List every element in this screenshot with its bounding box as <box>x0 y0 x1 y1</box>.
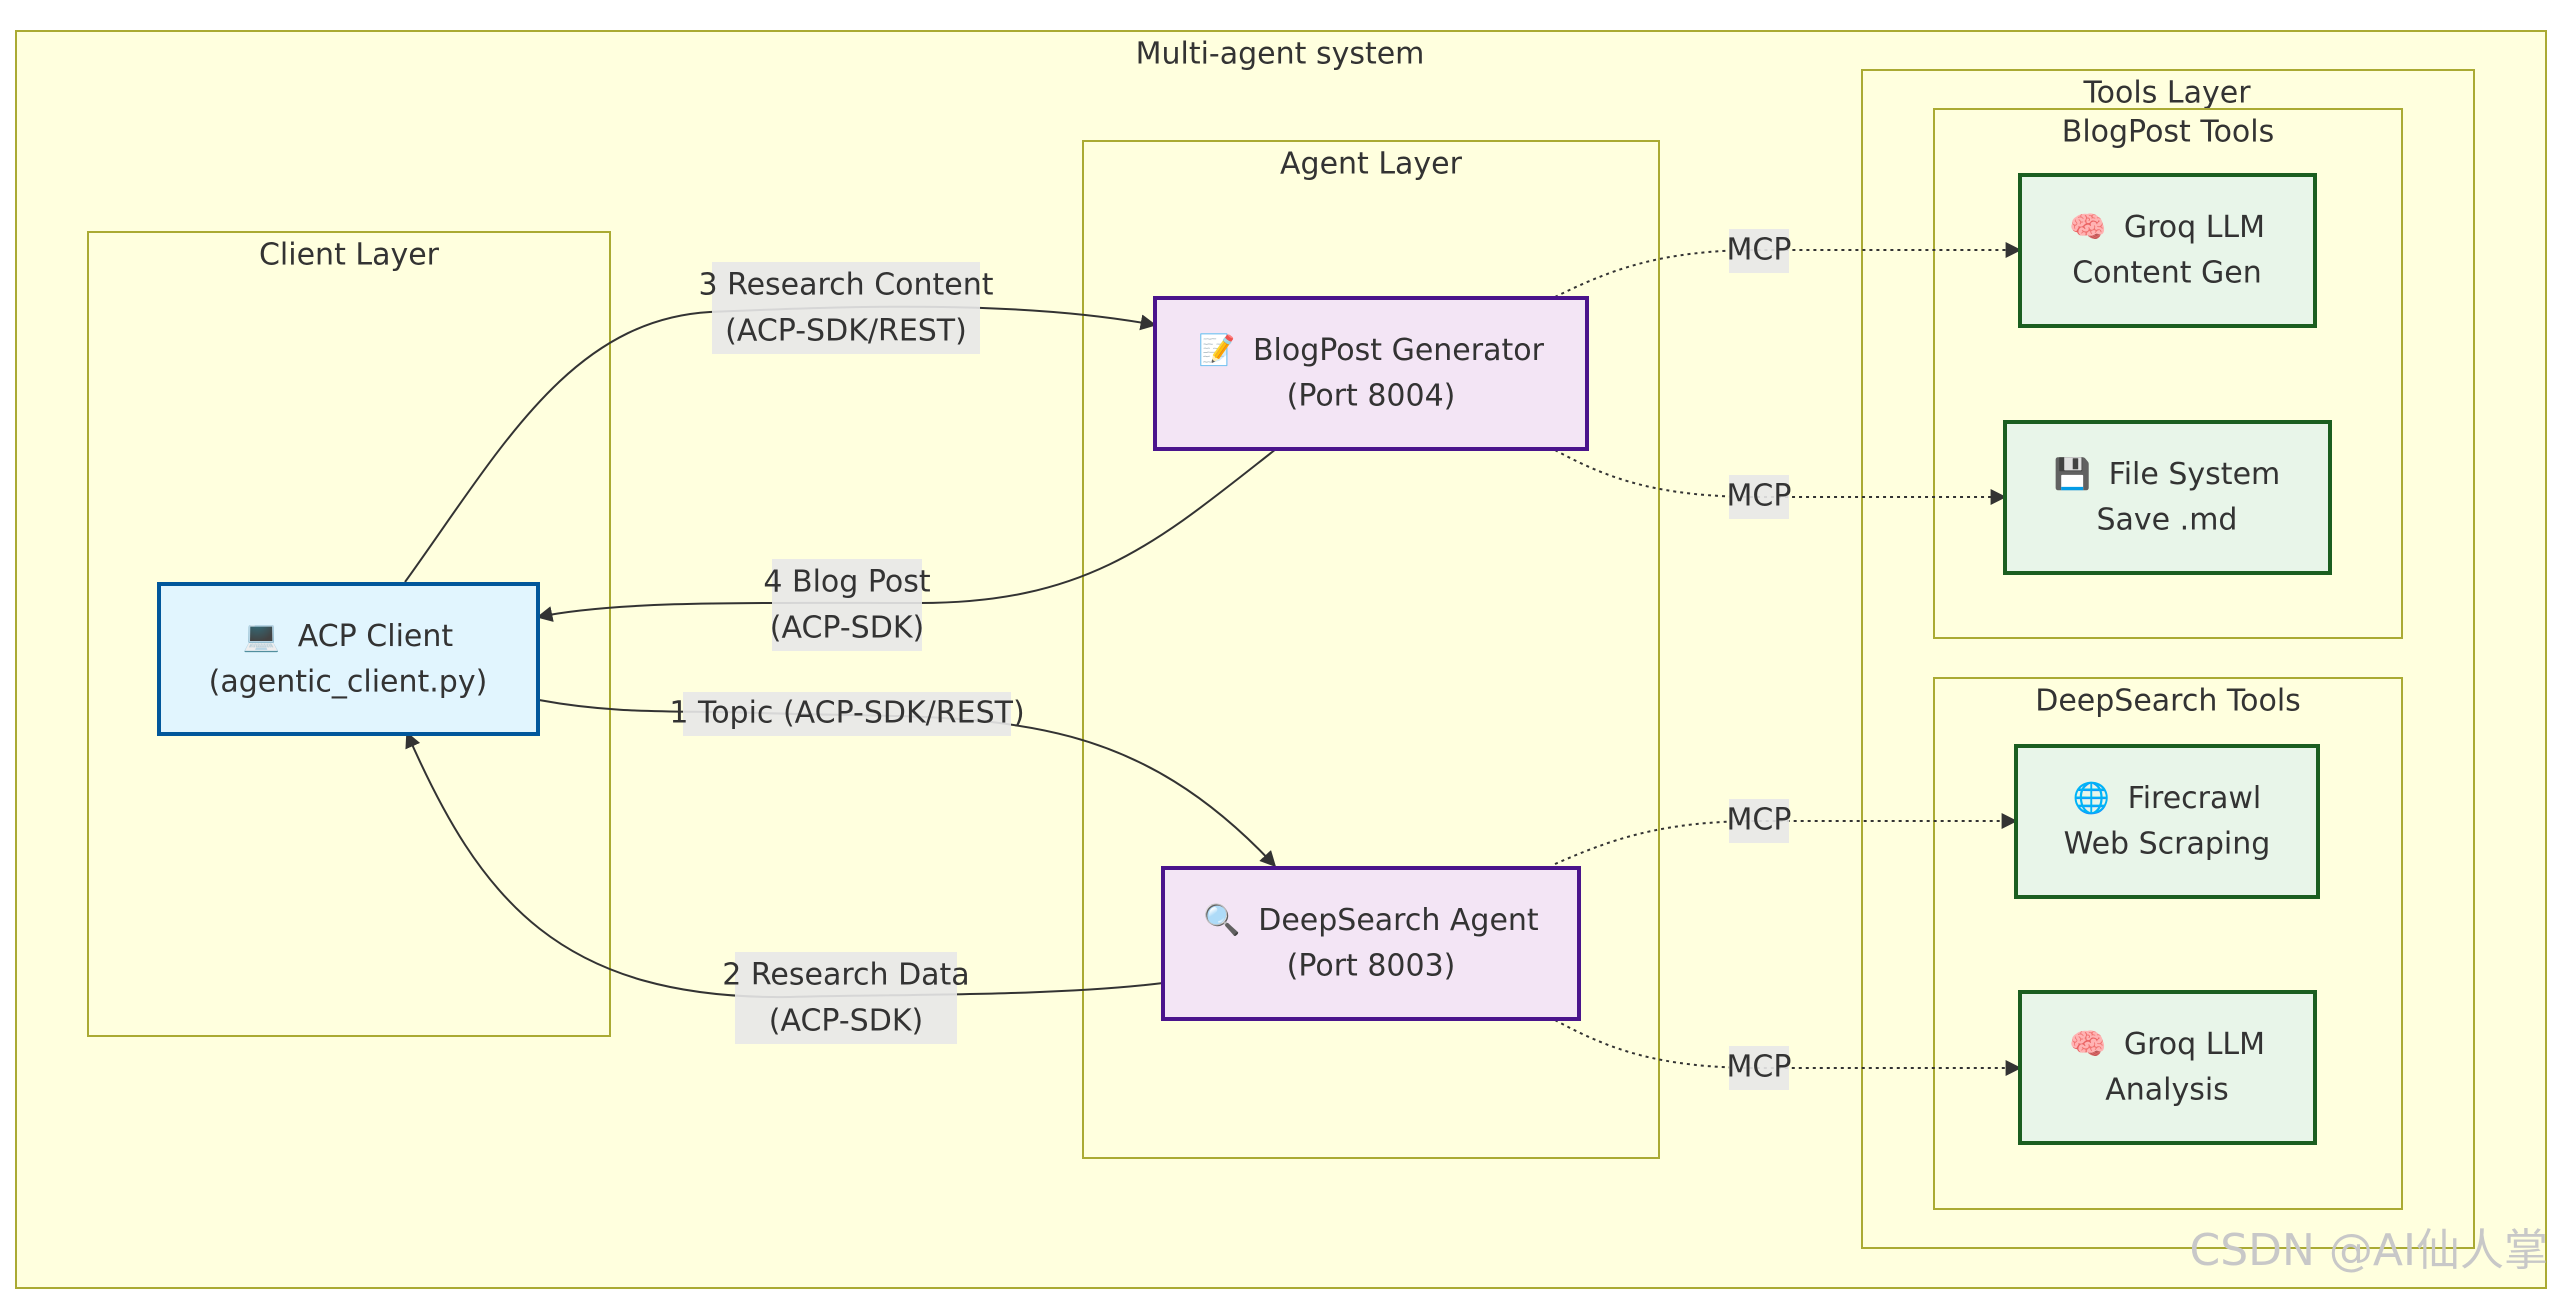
edge-label-blog-post: 4 Blog Post (ACP-SDK) <box>763 559 931 651</box>
file-system-subtitle: Save .md <box>2097 503 2238 538</box>
edge-label-research-content: 3 Research Content (ACP-SDK/REST) <box>698 262 994 354</box>
edge-label-mcp-2-text: MCP <box>1727 479 1792 514</box>
subgraph-title-tools-layer: Tools Layer <box>2082 76 2251 111</box>
edge-label-mcp-1: MCP <box>1727 229 1792 273</box>
acp-client-title: ACP Client <box>298 619 454 654</box>
acp-client-subtitle: (agentic_client.py) <box>209 665 488 700</box>
magnifier-icon: 🔍 <box>1203 900 1240 938</box>
subgraph-title-client-layer: Client Layer <box>259 238 440 273</box>
watermark: CSDN @AI仙人掌 <box>2189 1225 2548 1276</box>
node-file-system[interactable]: 💾 File System Save .md <box>2003 420 2332 575</box>
deepsearch-agent-title: DeepSearch Agent <box>1258 903 1539 938</box>
blogpost-generator-line1: 📝 BlogPost Generator <box>1198 332 1545 368</box>
edge-label-mcp-1-text: MCP <box>1727 233 1792 268</box>
edge-label-blog-post-line2: (ACP-SDK) <box>770 611 924 646</box>
edge-label-mcp-4: MCP <box>1727 1046 1792 1090</box>
groq-content-title: Groq LLM <box>2124 210 2265 245</box>
edge-label-research-data: 2 Research Data (ACP-SDK) <box>722 952 970 1044</box>
groq-analysis-line1: 🧠 Groq LLM <box>2069 1027 2265 1062</box>
brain-icon: 🧠 <box>2069 1027 2106 1062</box>
node-deepsearch-agent[interactable]: 🔍 DeepSearch Agent (Port 8003) <box>1161 866 1581 1021</box>
node-acp-client[interactable]: 💻 ACP Client (agentic_client.py) <box>157 582 540 736</box>
node-firecrawl[interactable]: 🌐 Firecrawl Web Scraping <box>2014 744 2320 899</box>
edge-label-research-data-line1: 2 Research Data <box>722 958 969 993</box>
node-groq-analysis[interactable]: 🧠 Groq LLM Analysis <box>2018 990 2317 1145</box>
firecrawl-subtitle: Web Scraping <box>2064 827 2271 862</box>
subgraph-title-system: Multi-agent system <box>1136 37 1425 72</box>
brain-icon: 🧠 <box>2069 210 2106 245</box>
subgraph-title-agent-layer: Agent Layer <box>1280 147 1463 182</box>
node-blogpost-generator[interactable]: 📝 BlogPost Generator (Port 8004) <box>1153 296 1589 451</box>
edge-label-mcp-2: MCP <box>1727 475 1792 519</box>
floppy-disk-icon: 💾 <box>2054 456 2091 492</box>
memo-icon: 📝 <box>1198 332 1235 368</box>
edge-label-mcp-3: MCP <box>1727 799 1792 843</box>
deepsearch-agent-line1: 🔍 DeepSearch Agent <box>1203 900 1539 938</box>
file-system-line1: 💾 File System <box>2054 456 2281 492</box>
edge-label-topic-text: 1 Topic (ACP-SDK/REST) <box>669 696 1024 731</box>
edge-label-research-content-line1: 3 Research Content <box>698 268 993 303</box>
firecrawl-line1: 🌐 Firecrawl <box>2073 780 2262 816</box>
edge-research-content <box>404 305 1157 583</box>
groq-content-line1: 🧠 Groq LLM <box>2069 210 2265 245</box>
edge-mcp-groq-content <box>1554 242 2022 298</box>
edge-label-topic: 1 Topic (ACP-SDK/REST) <box>669 692 1025 736</box>
groq-analysis-title: Groq LLM <box>2124 1027 2265 1062</box>
deepsearch-agent-port: (Port 8003) <box>1287 949 1456 984</box>
groq-analysis-subtitle: Analysis <box>2105 1073 2229 1108</box>
laptop-icon: 💻 <box>243 619 280 654</box>
subgraph-title-blogpost-tools: BlogPost Tools <box>2062 115 2275 150</box>
edge-label-research-data-line2: (ACP-SDK) <box>769 1004 923 1039</box>
edge-mcp-file-system <box>1554 449 2007 505</box>
edge-mcp-groq-analysis <box>1554 1019 2022 1076</box>
edge-label-research-content-line2: (ACP-SDK/REST) <box>725 314 967 349</box>
globe-icon: 🌐 <box>2073 780 2110 816</box>
edge-label-mcp-3-text: MCP <box>1727 803 1792 838</box>
blogpost-generator-title: BlogPost Generator <box>1253 333 1545 368</box>
node-groq-content-gen[interactable]: 🧠 Groq LLM Content Gen <box>2018 173 2317 328</box>
edge-label-blog-post-line1: 4 Blog Post <box>763 565 930 600</box>
firecrawl-title: Firecrawl <box>2128 781 2262 816</box>
blogpost-generator-port: (Port 8004) <box>1287 379 1456 414</box>
acp-client-line1: 💻 ACP Client <box>243 619 454 654</box>
edge-label-mcp-4-text: MCP <box>1727 1050 1792 1085</box>
groq-content-subtitle: Content Gen <box>2072 256 2262 291</box>
file-system-title: File System <box>2109 457 2281 492</box>
subgraph-title-deepsearch-tools: DeepSearch Tools <box>2035 684 2301 719</box>
